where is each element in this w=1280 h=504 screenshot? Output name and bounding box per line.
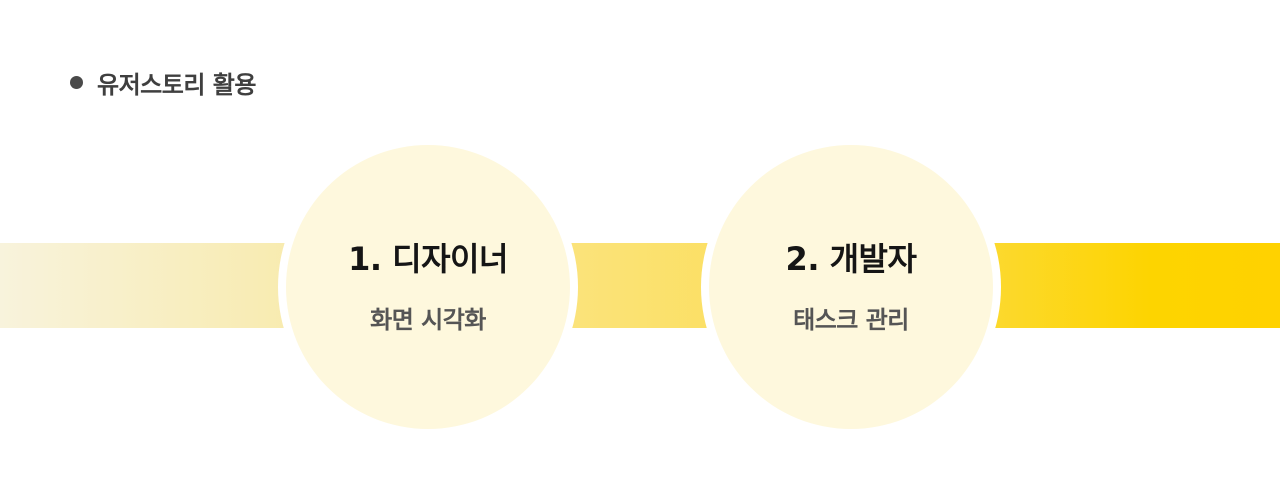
step-title: 1. 디자이너 bbox=[348, 239, 508, 278]
step-subtitle: 화면 시각화 bbox=[370, 305, 486, 334]
step-circle-designer: 1. 디자이너 화면 시각화 bbox=[278, 137, 578, 437]
step-circle-inner: 2. 개발자 태스크 관리 bbox=[709, 145, 993, 429]
bullet-icon bbox=[70, 75, 83, 89]
section-title: 유저스토리 활용 bbox=[97, 70, 256, 99]
progress-band bbox=[0, 243, 1280, 328]
step-circle-inner: 1. 디자이너 화면 시각화 bbox=[286, 145, 570, 429]
step-subtitle: 태스크 관리 bbox=[793, 305, 909, 334]
section-heading: 유저스토리 활용 bbox=[70, 62, 256, 102]
step-circle-developer: 2. 개발자 태스크 관리 bbox=[701, 137, 1001, 437]
step-title: 2. 개발자 bbox=[785, 239, 917, 278]
